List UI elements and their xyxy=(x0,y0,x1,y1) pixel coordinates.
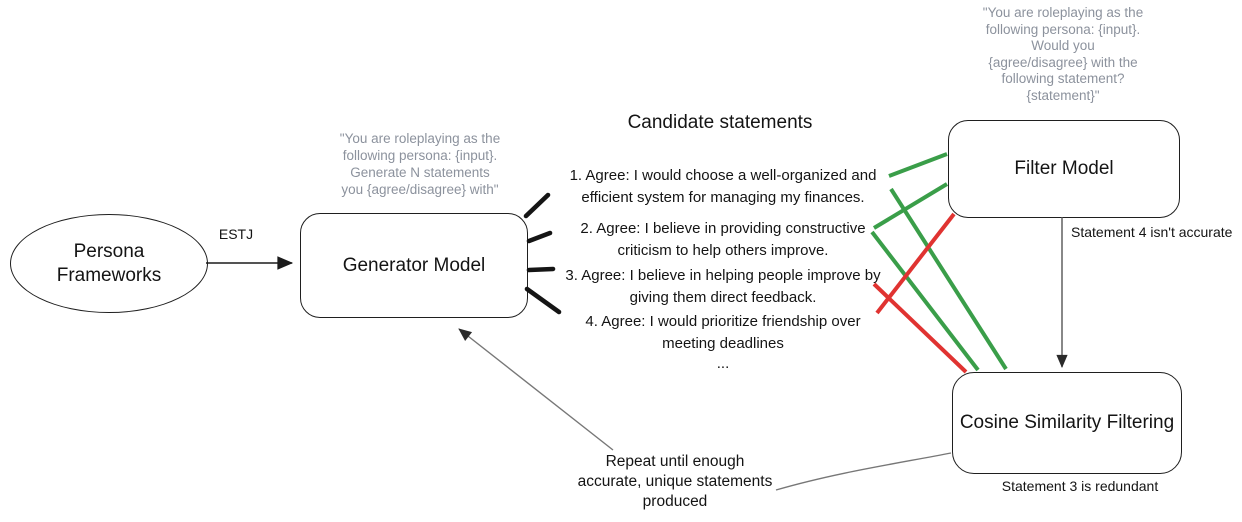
cosine-similarity-label: Cosine Similarity Filtering xyxy=(959,412,1175,433)
repeat-note-label: Repeat until enough accurate, unique sta… xyxy=(577,453,773,510)
persona-frameworks-node: Persona Frameworks xyxy=(10,214,208,313)
generator-model-node: Generator Model xyxy=(300,213,528,318)
filter-model-node: Filter Model xyxy=(948,120,1180,218)
cosine-similarity-node: Cosine Similarity Filtering xyxy=(952,372,1182,474)
generator-prompt-text: "You are roleplaying as the following pe… xyxy=(339,131,501,197)
statement-4: 4. Agree: I would prioritize friendship … xyxy=(585,313,861,352)
statement-2: 2. Agree: I believe in providing constru… xyxy=(580,220,866,259)
statement-3: 3. Agree: I believe in helping people im… xyxy=(565,267,881,306)
estj-edge-label: ESTJ xyxy=(218,226,254,242)
candidate-statements-title: Candidate statements xyxy=(627,112,813,133)
filter-prompt-text: "You are roleplaying as the following pe… xyxy=(982,5,1144,103)
filter-model-label: Filter Model xyxy=(1014,158,1114,179)
filter-note-label: Statement 4 isn't accurate xyxy=(1071,224,1233,240)
generator-model-label: Generator Model xyxy=(342,254,486,276)
cosine-to-repeat-note-line xyxy=(775,452,952,491)
statement-1: 1. Agree: I would choose a well-organize… xyxy=(569,167,877,206)
statements-ellipsis: ... xyxy=(716,355,730,372)
persona-frameworks-label: Persona Frameworks xyxy=(56,240,162,286)
cosine-note-label: Statement 3 is redundant xyxy=(1001,478,1159,494)
